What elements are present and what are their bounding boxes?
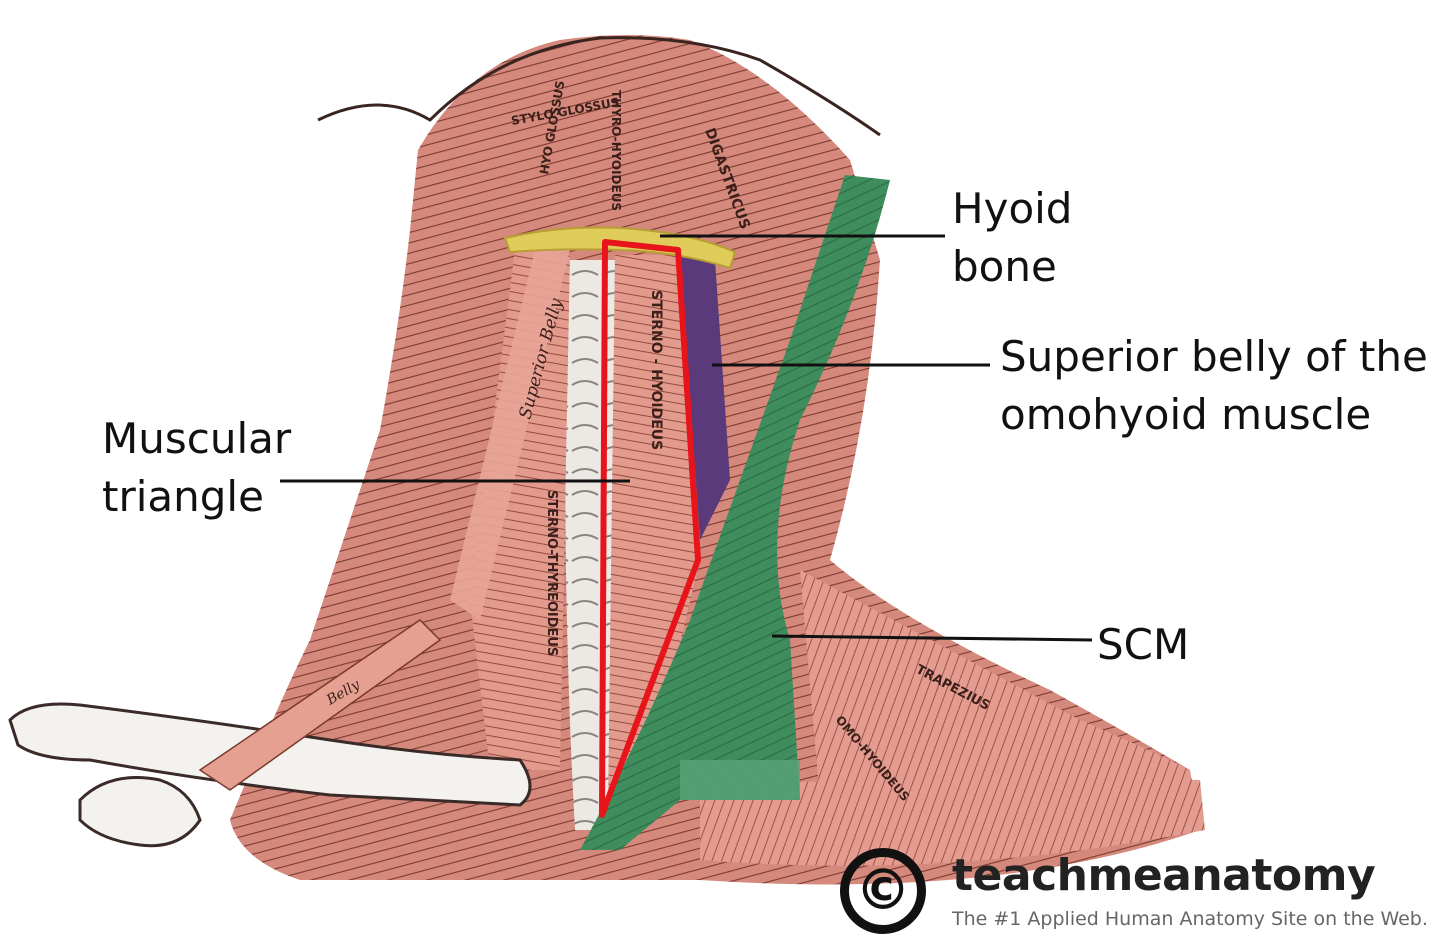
label-omohyoid-line1: Superior belly of the (1000, 332, 1428, 381)
left-strap-muscle (470, 250, 570, 770)
omohyoid-superior-belly (680, 255, 730, 540)
scm-muscle (580, 175, 890, 850)
sternohyoid-muscle (608, 255, 700, 810)
muscular-triangle-outline (599, 239, 701, 818)
engraving-sterno-hyoideus: STERNO - HYOIDEUS (648, 290, 664, 450)
logo-name: teachmeanatomy (952, 850, 1376, 901)
label-omohyoid-line2: omohyoid muscle (1000, 390, 1372, 439)
logo-tagline: The #1 Applied Human Anatomy Site on the… (952, 908, 1428, 930)
label-muscular-line1: Muscular (102, 414, 292, 463)
label-omohyoid: Superior belly of the omohyoid muscle (1000, 328, 1428, 444)
label-hyoid-line1: Hyoid (952, 184, 1073, 233)
label-hyoid-line2: bone (952, 242, 1057, 291)
clavicle-region-right (700, 776, 1205, 866)
leader-line-scm (771, 634, 1093, 642)
label-scm: SCM (1097, 616, 1189, 674)
superior-belly-left (450, 250, 570, 620)
engraving-sterno-thyreoideus: STERNO-THYREOIDEUS (544, 490, 559, 656)
teachmeanatomy-logo: © teachmeanatomy The #1 Applied Human An… (840, 848, 1440, 944)
label-muscular-triangle: Muscular triangle (102, 410, 291, 526)
scapula-bone (78, 776, 202, 848)
copyright-icon: © (840, 848, 926, 934)
label-scm-text: SCM (1097, 620, 1190, 669)
hyoid-bone (503, 226, 737, 270)
label-hyoid-bone: Hyoid bone (952, 180, 1072, 296)
engraving-thyro-hyoideus: THYRO-HYOIDEUS (609, 90, 623, 211)
omohyoid-inferior-belly (198, 619, 442, 791)
scm-sternal-head (680, 760, 800, 800)
jaw-outline (317, 36, 881, 137)
label-muscular-line2: triangle (102, 472, 264, 521)
